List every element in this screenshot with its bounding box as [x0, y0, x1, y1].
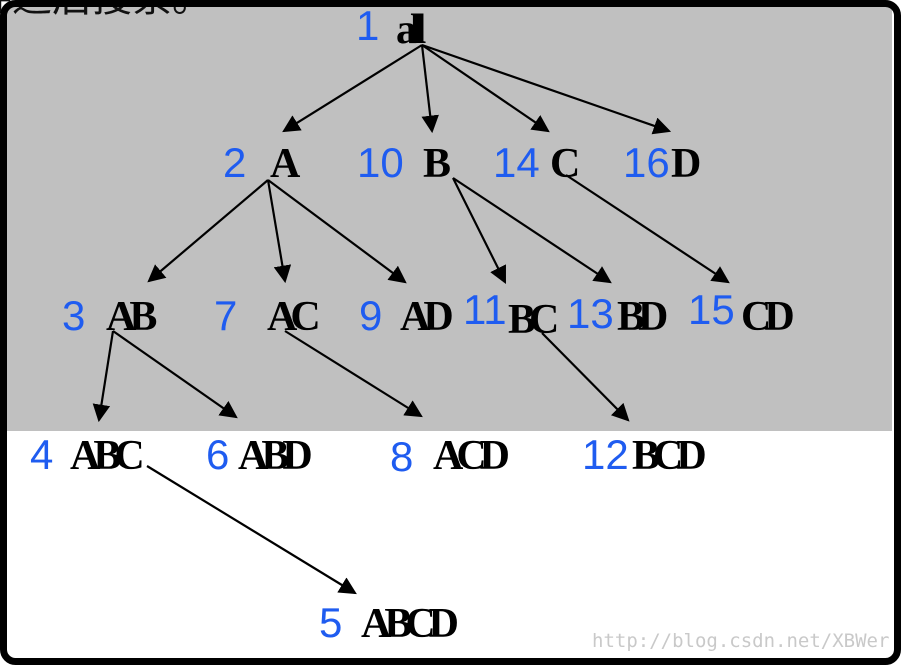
node-number: 2: [223, 139, 246, 186]
node-number: 12: [582, 431, 629, 478]
edge-ac-to-acd: [284, 330, 423, 418]
node-label: BD: [617, 294, 667, 340]
edge-b-to-bc: [452, 177, 506, 284]
node-label: ABC: [70, 433, 142, 479]
edge-all-to-b: [420, 44, 439, 134]
node-number: 1: [356, 2, 379, 49]
node-label: AB: [106, 294, 156, 340]
node-label: ACD: [433, 433, 509, 479]
node-number: 6: [206, 431, 229, 478]
node-label: BCD: [632, 433, 705, 479]
edges-layer: [92, 43, 730, 595]
node-number: 15: [688, 286, 735, 333]
node-number: 10: [357, 139, 404, 186]
edge-b-to-bd: [452, 177, 612, 284]
node-abc: 4 ABC: [30, 431, 149, 479]
node-abcd: 5 ABCD: [319, 599, 465, 647]
edge-abc-to-abcd: [146, 465, 357, 595]
shaded-region: [6, 6, 892, 431]
node-label: BC: [508, 297, 557, 343]
node-number: 7: [214, 292, 237, 339]
node-number: 14: [493, 139, 540, 186]
node-label: ABCD: [361, 601, 458, 647]
node-label: AD: [400, 294, 452, 340]
edge-c-to-cd: [565, 174, 730, 284]
node-number: 3: [62, 292, 85, 339]
node-ad: 9 AD: [359, 292, 459, 340]
edge-ab-to-abc: [92, 330, 115, 423]
node-acd: 8 ACD: [390, 433, 516, 480]
node-ab: 3 AB: [62, 292, 163, 340]
node-label: ABD: [238, 433, 311, 479]
node-number: 8: [390, 433, 413, 480]
edge-a-to-ad: [267, 179, 407, 284]
node-ac: 7 AC: [214, 292, 325, 340]
node-label: CD: [741, 294, 793, 340]
node-number: 16: [623, 139, 670, 186]
edge-a-to-ac: [266, 179, 292, 284]
edge-all-to-c: [421, 44, 550, 133]
node-label: AC: [267, 294, 318, 340]
node-number: 9: [359, 292, 382, 339]
edge-ab-to-abd: [112, 330, 238, 419]
node-number: 4: [30, 431, 53, 478]
node-number: 13: [567, 290, 614, 337]
node-number: 5: [319, 599, 342, 646]
edge-all-to-d: [421, 43, 672, 135]
edge-a-to-ab: [147, 179, 269, 283]
edge-all-to-a: [282, 44, 423, 133]
node-number: 11: [463, 286, 507, 333]
edge-bc-to-bcd: [541, 332, 630, 422]
watermark-text: http://blog.csdn.net/XBWer: [592, 630, 889, 652]
